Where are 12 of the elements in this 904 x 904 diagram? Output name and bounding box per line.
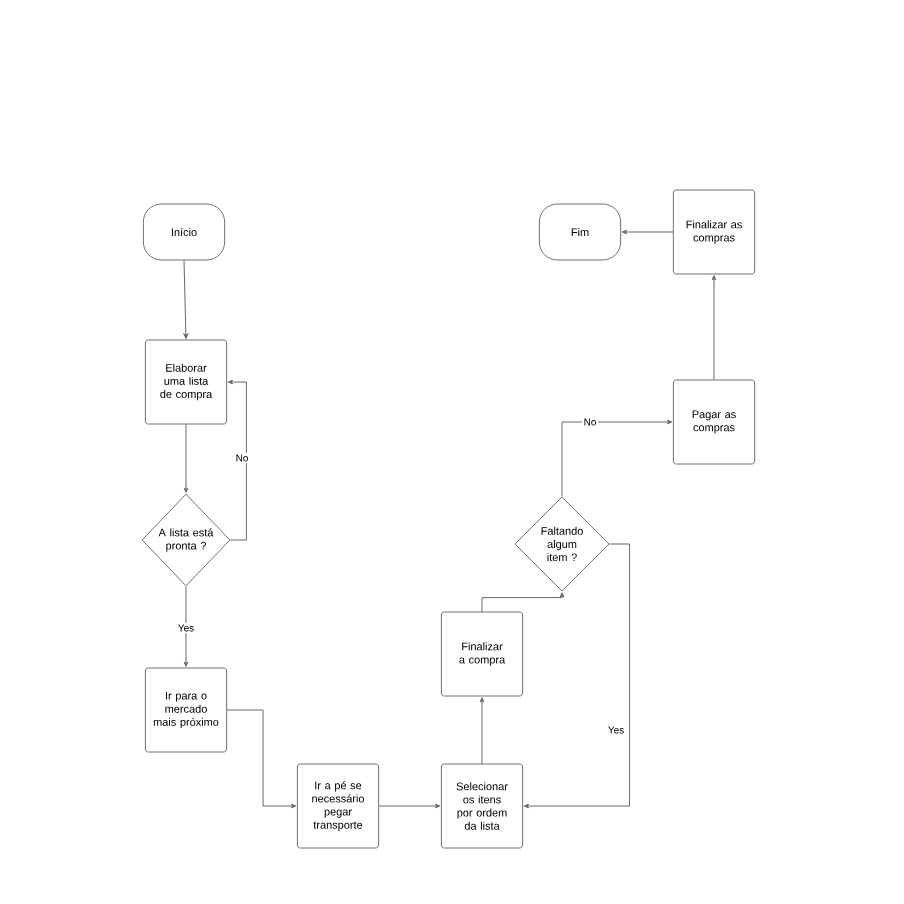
arrow xyxy=(227,379,247,541)
arrow xyxy=(523,543,631,809)
arrow xyxy=(183,423,189,493)
arrow xyxy=(226,709,297,809)
arrow xyxy=(621,229,674,235)
arrow xyxy=(711,275,717,381)
arrow xyxy=(561,419,673,497)
arrow xyxy=(183,585,189,667)
arrow xyxy=(479,697,485,765)
arrow xyxy=(481,592,565,613)
arrow xyxy=(378,803,441,809)
arrow xyxy=(183,259,189,339)
